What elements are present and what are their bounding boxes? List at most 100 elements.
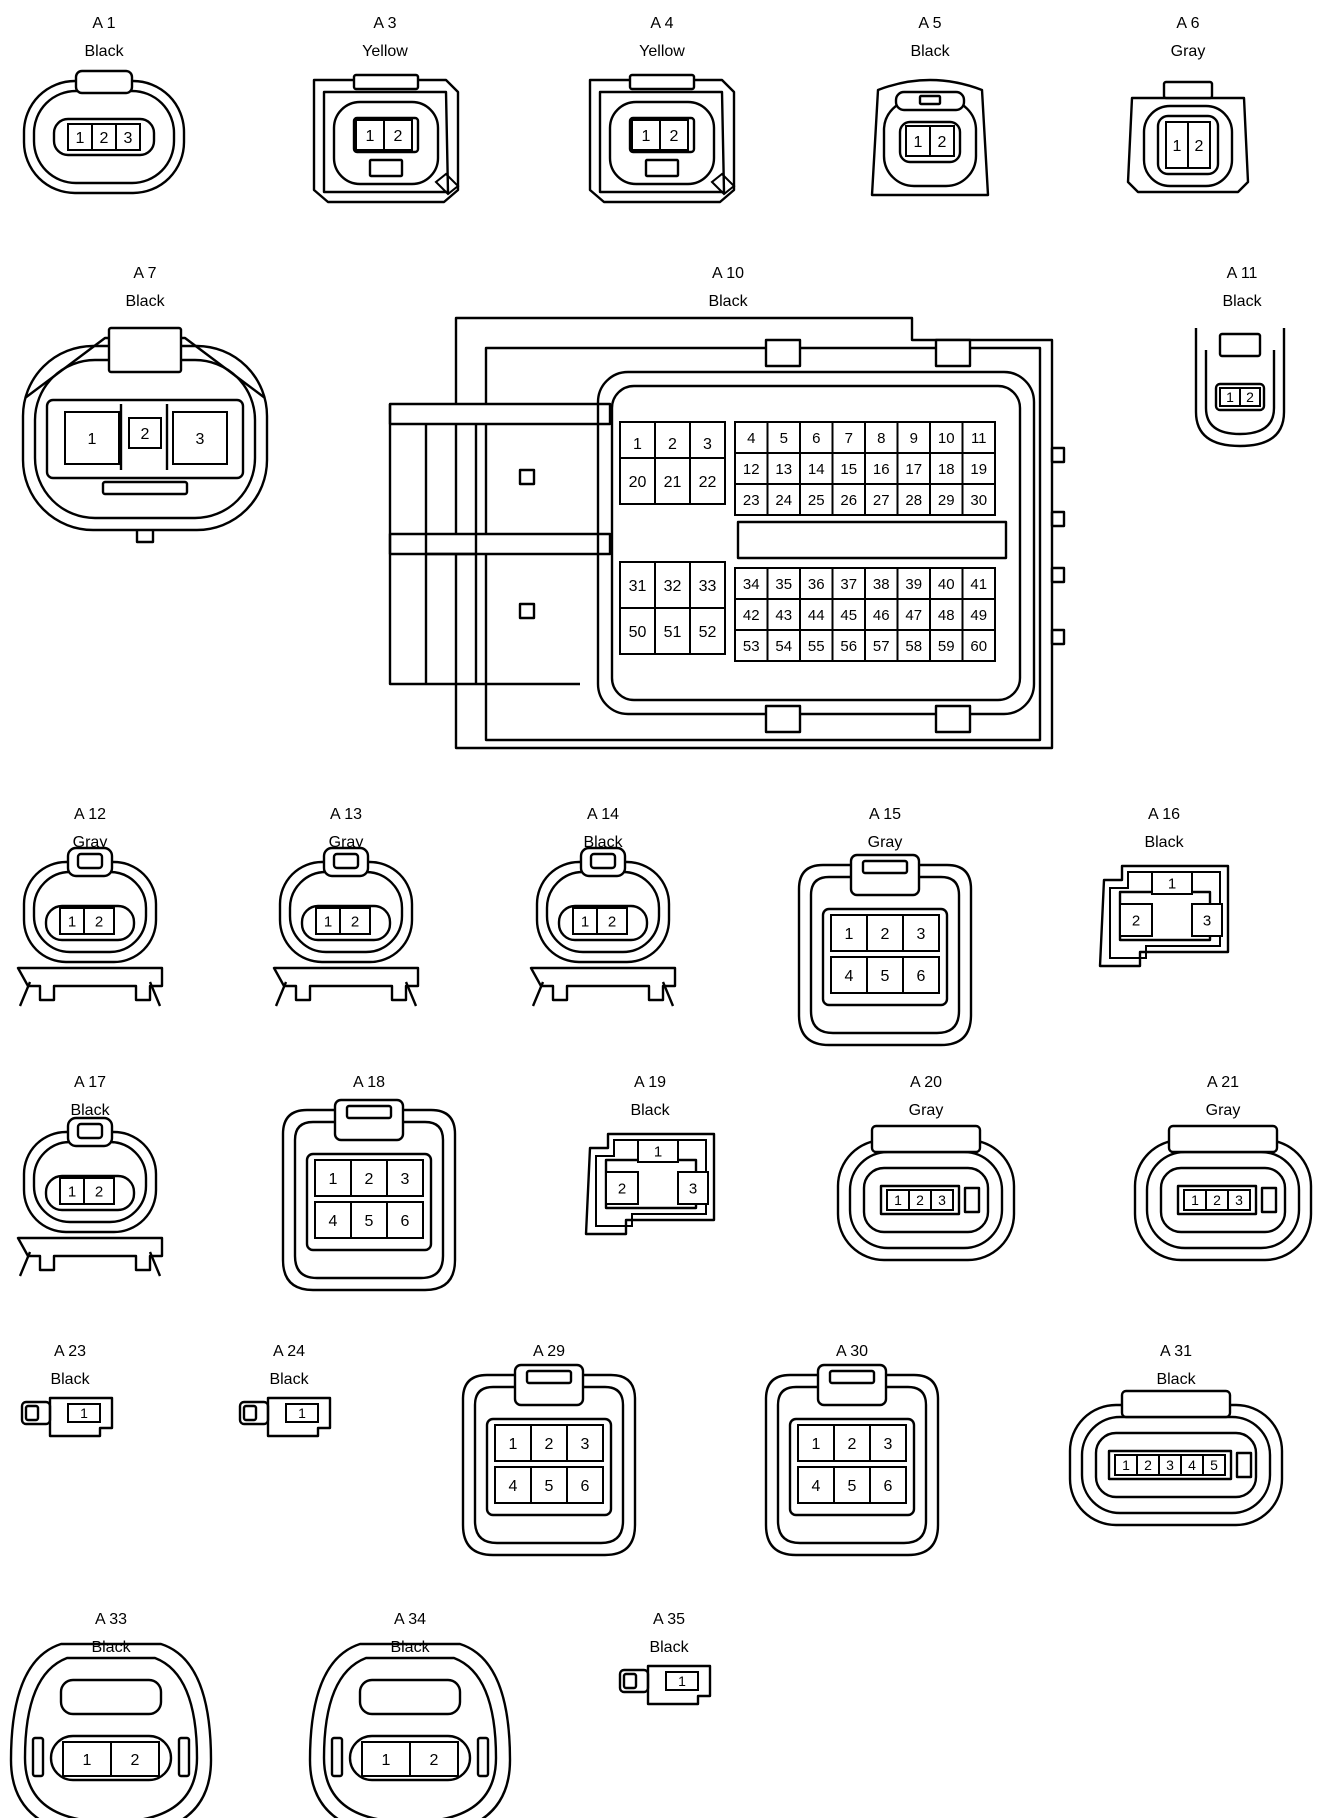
pin-number: 3	[917, 926, 926, 943]
connector-color-a6: Gray	[1171, 43, 1206, 60]
pin-cell	[128, 417, 162, 449]
connector-id-a16: A 16	[1148, 806, 1180, 823]
connector-id-a10: A 10	[712, 265, 744, 282]
connector-id-a14: A 14	[587, 806, 619, 823]
pin-number: 34	[743, 576, 760, 593]
pin-cell	[314, 1159, 352, 1197]
pin-number: 35	[775, 576, 792, 593]
connector-color-a34: Black	[390, 1639, 430, 1656]
pin-cell	[1239, 387, 1261, 407]
connector-id-a6: A 6	[1176, 15, 1199, 32]
connector-id-a34: A 34	[394, 1611, 426, 1628]
pin-number: 58	[905, 638, 922, 655]
pin-number: 53	[743, 638, 760, 655]
pin-number: 2	[141, 426, 150, 443]
connector-id-a23: A 23	[54, 1343, 86, 1360]
pin-cell	[961, 629, 996, 662]
connector-id-a3: A 3	[373, 15, 396, 32]
pin-number: 25	[808, 492, 825, 509]
pin-cell	[659, 119, 689, 151]
pin-number: 1	[1226, 389, 1234, 405]
pin-cell	[831, 452, 866, 485]
pin-number: 2	[881, 926, 890, 943]
pin-cell	[896, 629, 931, 662]
pin-cell	[115, 123, 141, 151]
pin-cell	[905, 125, 931, 157]
pin-number: 1	[324, 913, 332, 930]
pin-number: 1	[812, 1436, 821, 1453]
pin-number: 28	[905, 492, 922, 509]
pin-cell	[830, 956, 868, 994]
pin-cell	[409, 1741, 459, 1777]
connector-color-a19: Black	[630, 1102, 670, 1119]
pin-number: 13	[775, 461, 792, 478]
pin-number: 19	[970, 461, 987, 478]
pin-cell	[896, 483, 931, 516]
pin-number: 49	[970, 607, 987, 624]
connector-color-a24: Black	[269, 1371, 309, 1388]
pin-number: 57	[873, 638, 890, 655]
pin-number: 2	[848, 1436, 857, 1453]
pin-cell	[866, 956, 904, 994]
pin-number: 16	[873, 461, 890, 478]
pin-number: 5	[881, 968, 890, 985]
pin-number: 3	[196, 431, 205, 448]
pin-number: 1	[1168, 875, 1176, 892]
pin-cell	[902, 914, 940, 952]
connector-id-a30: A 30	[836, 1343, 868, 1360]
pin-number: 2	[618, 1180, 626, 1197]
pin-cell	[689, 457, 726, 505]
pin-cell	[864, 598, 899, 631]
connector-id-a21: A 21	[1207, 1074, 1239, 1091]
pin-number: 47	[905, 607, 922, 624]
connector-color-a23: Black	[50, 1371, 90, 1388]
pin-number: 27	[873, 492, 890, 509]
pin-number: 1	[68, 913, 76, 930]
connector-color-a12: Gray	[73, 834, 108, 851]
pin-number: 48	[938, 607, 955, 624]
pin-number: 3	[884, 1436, 893, 1453]
pin-cell	[494, 1424, 532, 1462]
pin-number: 3	[689, 1180, 697, 1197]
pin-cell	[866, 914, 904, 952]
pin-number: 40	[938, 576, 955, 593]
connector-id-a12: A 12	[74, 806, 106, 823]
pin-cell	[833, 1424, 871, 1462]
connector-id-a4: A 4	[650, 15, 673, 32]
pin-cell	[64, 411, 120, 465]
pin-number: 55	[808, 638, 825, 655]
pin-number: 3	[581, 1436, 590, 1453]
pin-number: 20	[629, 474, 647, 491]
pin-number: 6	[401, 1213, 410, 1230]
pin-number: 10	[938, 430, 955, 447]
connector-color-a15: Gray	[868, 834, 903, 851]
pin-number: 52	[699, 624, 717, 641]
pin-number: 2	[394, 128, 403, 145]
pin-number: 26	[840, 492, 857, 509]
pin-cell	[797, 1424, 835, 1462]
pin-number: 24	[775, 492, 792, 509]
pin-number: 41	[970, 576, 987, 593]
connector-color-a4: Yellow	[639, 43, 685, 60]
pin-number: 3	[1166, 1457, 1174, 1473]
pin-cell	[83, 1177, 115, 1205]
pin-cell	[929, 629, 964, 662]
pin-cell	[831, 567, 866, 600]
connector-id-a11: A 11	[1227, 265, 1258, 282]
connector-color-a3: Yellow	[362, 43, 408, 60]
pin-cell	[1119, 903, 1153, 937]
pin-cell	[619, 561, 656, 609]
connector-id-a31: A 31	[1160, 1343, 1192, 1360]
pin-number: 2	[430, 1752, 439, 1769]
